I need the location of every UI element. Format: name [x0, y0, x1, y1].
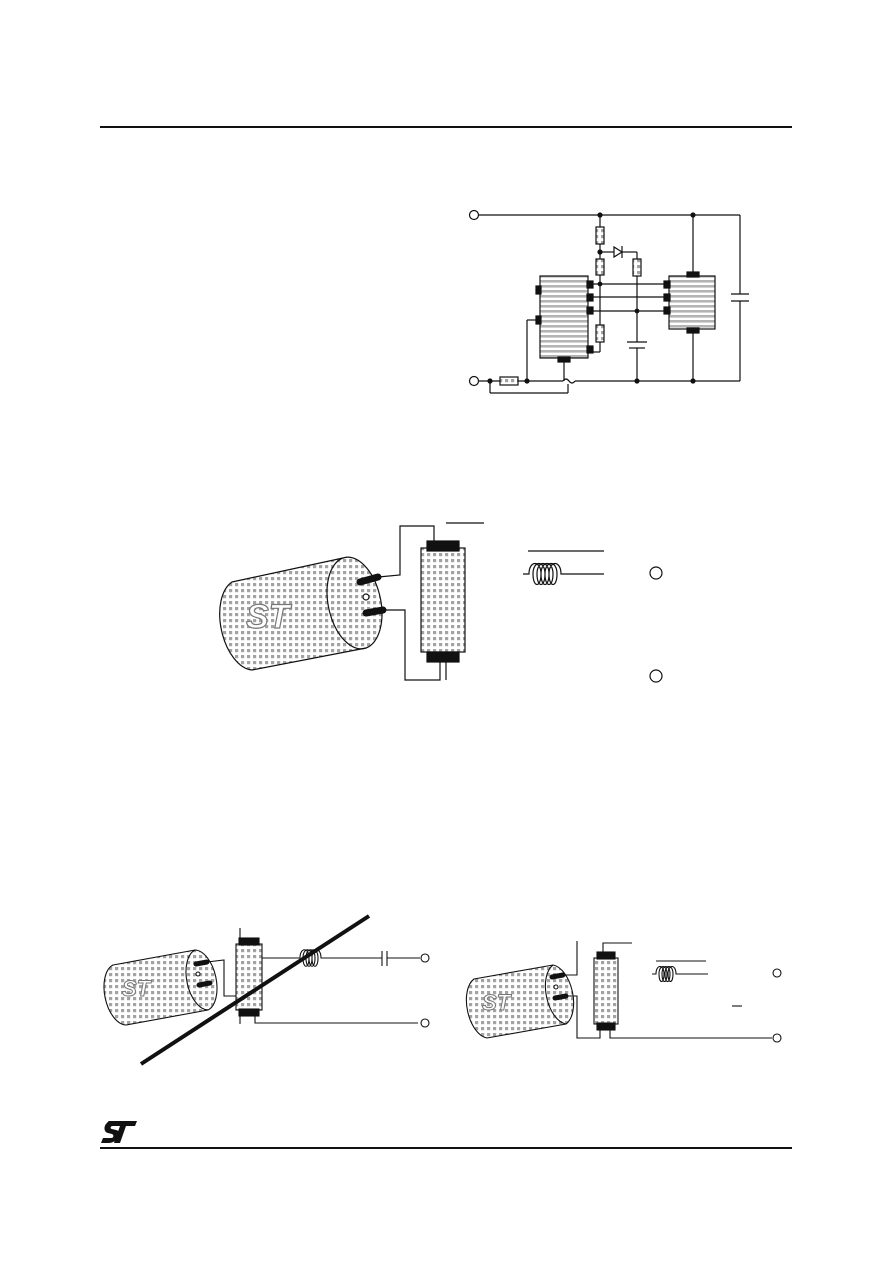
alt-motor-st-logo-icon: ST [482, 990, 512, 1015]
motor-st-logo-icon: ST [246, 598, 293, 636]
application-schematic [468, 209, 749, 394]
triac-device [668, 275, 716, 330]
small-motor-st-logo-icon: ST [122, 976, 152, 1001]
terminal-bottom [468, 375, 480, 387]
supply-terminal-2 [649, 669, 663, 683]
cross-out-line [139, 914, 371, 1066]
triac-body [420, 547, 466, 653]
recommended-mounting-layout-small: ST [465, 941, 782, 1043]
st-logo-icon [101, 1121, 137, 1143]
top-rule [100, 126, 792, 128]
bottom-rule [100, 1147, 792, 1149]
terminal-top [468, 209, 480, 221]
not-recommended-mounting-layout: ST [103, 914, 430, 1066]
supply-terminal-1 [649, 566, 663, 580]
motor-body [219, 556, 383, 671]
controller-ic [539, 275, 589, 359]
recommended-mounting-layout: ST [219, 522, 663, 683]
